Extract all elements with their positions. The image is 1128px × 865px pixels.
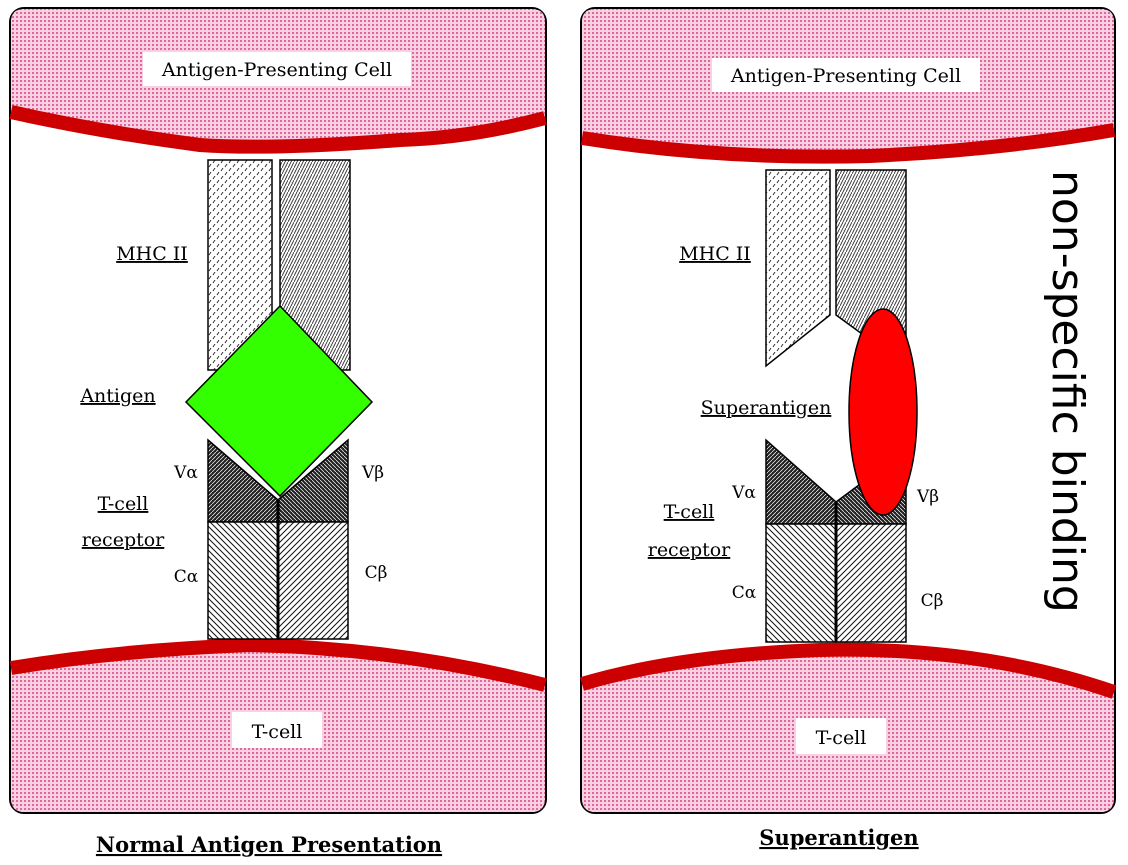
tcell-membrane (9, 637, 547, 692)
superantigen-panel: Antigen-Presenting Cell MHC II Superanti… (580, 7, 1117, 814)
apc-label: Antigen-Presenting Cell (161, 59, 392, 81)
normal-caption: Normal Antigen Presentation (96, 832, 442, 857)
c-alpha-label: Cα (174, 567, 199, 587)
apc-label: Antigen-Presenting Cell (730, 65, 961, 87)
tcr-c-beta (835, 523, 907, 643)
tcr-label-line1: T-cell (664, 501, 715, 523)
tcr-c-beta (277, 521, 349, 640)
non-specific-binding-note: non-specific binding (1042, 170, 1093, 613)
apc-membrane (9, 105, 547, 154)
c-beta-label: Cβ (921, 591, 944, 611)
antigen-label: Antigen (79, 385, 155, 407)
mhc-label: MHC II (116, 243, 188, 265)
superantigen-shape (848, 308, 918, 516)
tcr-label-line2: receptor (82, 529, 165, 551)
superantigen-caption: Superantigen (759, 825, 918, 850)
tcr-c-alpha (207, 521, 279, 640)
v-beta-label: Vβ (916, 487, 939, 507)
apc-membrane (580, 123, 1116, 164)
mhc-beta-chain (279, 159, 351, 371)
tcell-label-box (232, 712, 322, 748)
tcell-label: T-cell (816, 727, 867, 749)
tcell-label: T-cell (252, 721, 303, 743)
tcell-label-box (796, 718, 886, 754)
panel-frame (580, 7, 1116, 814)
v-alpha-label: Vα (731, 483, 756, 503)
c-beta-label: Cβ (365, 563, 388, 583)
antigen-shape (184, 304, 374, 498)
normal-presentation-panel: Antigen-Presenting Cell MHC II Antigen V… (9, 7, 547, 814)
c-alpha-label: Cα (732, 583, 757, 603)
mhc-alpha-chain (765, 169, 831, 368)
tcr-label-line1: T-cell (98, 493, 149, 515)
apc-label-box (143, 52, 411, 86)
superantigen-label: Superantigen (701, 397, 832, 419)
apc-label-box (712, 58, 980, 92)
tcell-membrane (580, 642, 1117, 699)
v-beta-label: Vβ (361, 463, 384, 483)
tcr-label-line2: receptor (648, 539, 731, 561)
tcr-c-alpha (765, 523, 837, 643)
mhc-label: MHC II (679, 243, 751, 265)
v-alpha-label: Vα (173, 463, 198, 483)
